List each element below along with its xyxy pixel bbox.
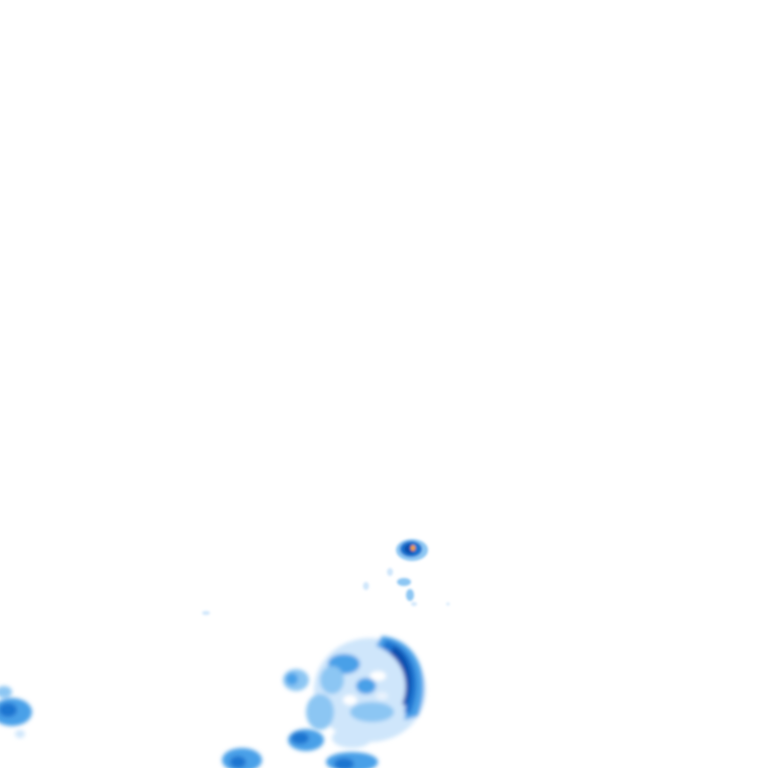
precip-cells-south <box>222 729 378 768</box>
precip-speckles <box>202 568 450 615</box>
precip-cluster-main <box>306 636 426 748</box>
precip-cell-west <box>283 669 309 691</box>
precip-cell-north <box>396 539 428 561</box>
precip-cell-edge-west <box>0 686 32 738</box>
